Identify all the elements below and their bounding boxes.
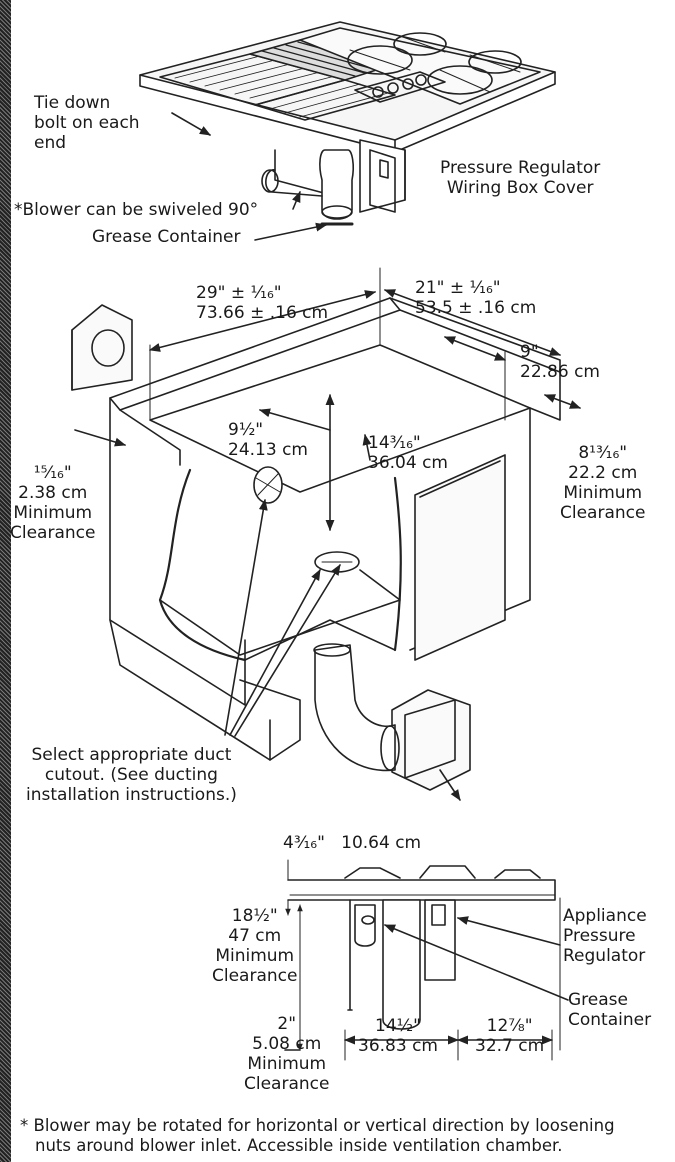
- regulator-cover-label: Pressure Regulator Wiring Box Cover: [440, 158, 601, 198]
- width-dim: [148, 290, 377, 352]
- width-dim-label: 29" ± ¹⁄₁₆" 73.66 ± .16 cm: [196, 283, 329, 323]
- scan-edge: [0, 0, 11, 1162]
- rear-offset-label: 9" 22.86 cm: [520, 342, 600, 382]
- blower-leader: [292, 190, 301, 210]
- width-left-label: 14½" 36.83 cm: [358, 1016, 438, 1056]
- bottom-clearance-label: 2" 5.08 cm Minimum Clearance: [244, 1014, 330, 1094]
- left-clearance-label: ¹⁵⁄₁₆" 2.38 cm Minimum Clearance: [10, 463, 96, 543]
- right-clearance-label: 8¹³⁄₁₆" 22.2 cm Minimum Clearance: [560, 443, 646, 523]
- grease-leader: [254, 222, 328, 241]
- rear-dim: [443, 336, 507, 361]
- regulator-label: Appliance Pressure Regulator: [563, 906, 647, 966]
- cabinet-illustration: [71, 297, 561, 791]
- top-thickness-label: 4³⁄₁₆" 10.64 cm: [283, 833, 422, 853]
- depth-below-label: 18½" 47 cm Minimum Clearance: [212, 906, 298, 986]
- side-elevation: [287, 865, 556, 1030]
- left-clearance-dim: [74, 429, 127, 447]
- duct-note-label: Select appropriate duct cutout. (See duc…: [26, 745, 237, 805]
- tie-down-label: Tie down bolt on each end: [34, 93, 140, 153]
- depth-dim-label: 21" ± ¹⁄₁₆" 53.5 ± .16 cm: [415, 278, 537, 318]
- footnote: * Blower may be rotated for horizontal o…: [20, 1116, 615, 1155]
- front-dim: [362, 433, 372, 461]
- tie-down-leader: [171, 112, 211, 136]
- blower-label: *Blower can be swiveled 90°: [14, 200, 259, 220]
- grease-container-label: Grease Container: [92, 227, 241, 247]
- right-clearance-dim: [543, 394, 582, 409]
- side-offset-label: 9½" 24.13 cm: [228, 420, 308, 460]
- width-right-label: 12⁷⁄₈" 32.7 cm: [475, 1016, 545, 1056]
- grease-label: Grease Container: [568, 990, 652, 1030]
- front-offset-label: 14³⁄₁₆" 36.04 cm: [368, 433, 448, 473]
- side-dim: [258, 408, 331, 431]
- depth-dim: [383, 289, 562, 356]
